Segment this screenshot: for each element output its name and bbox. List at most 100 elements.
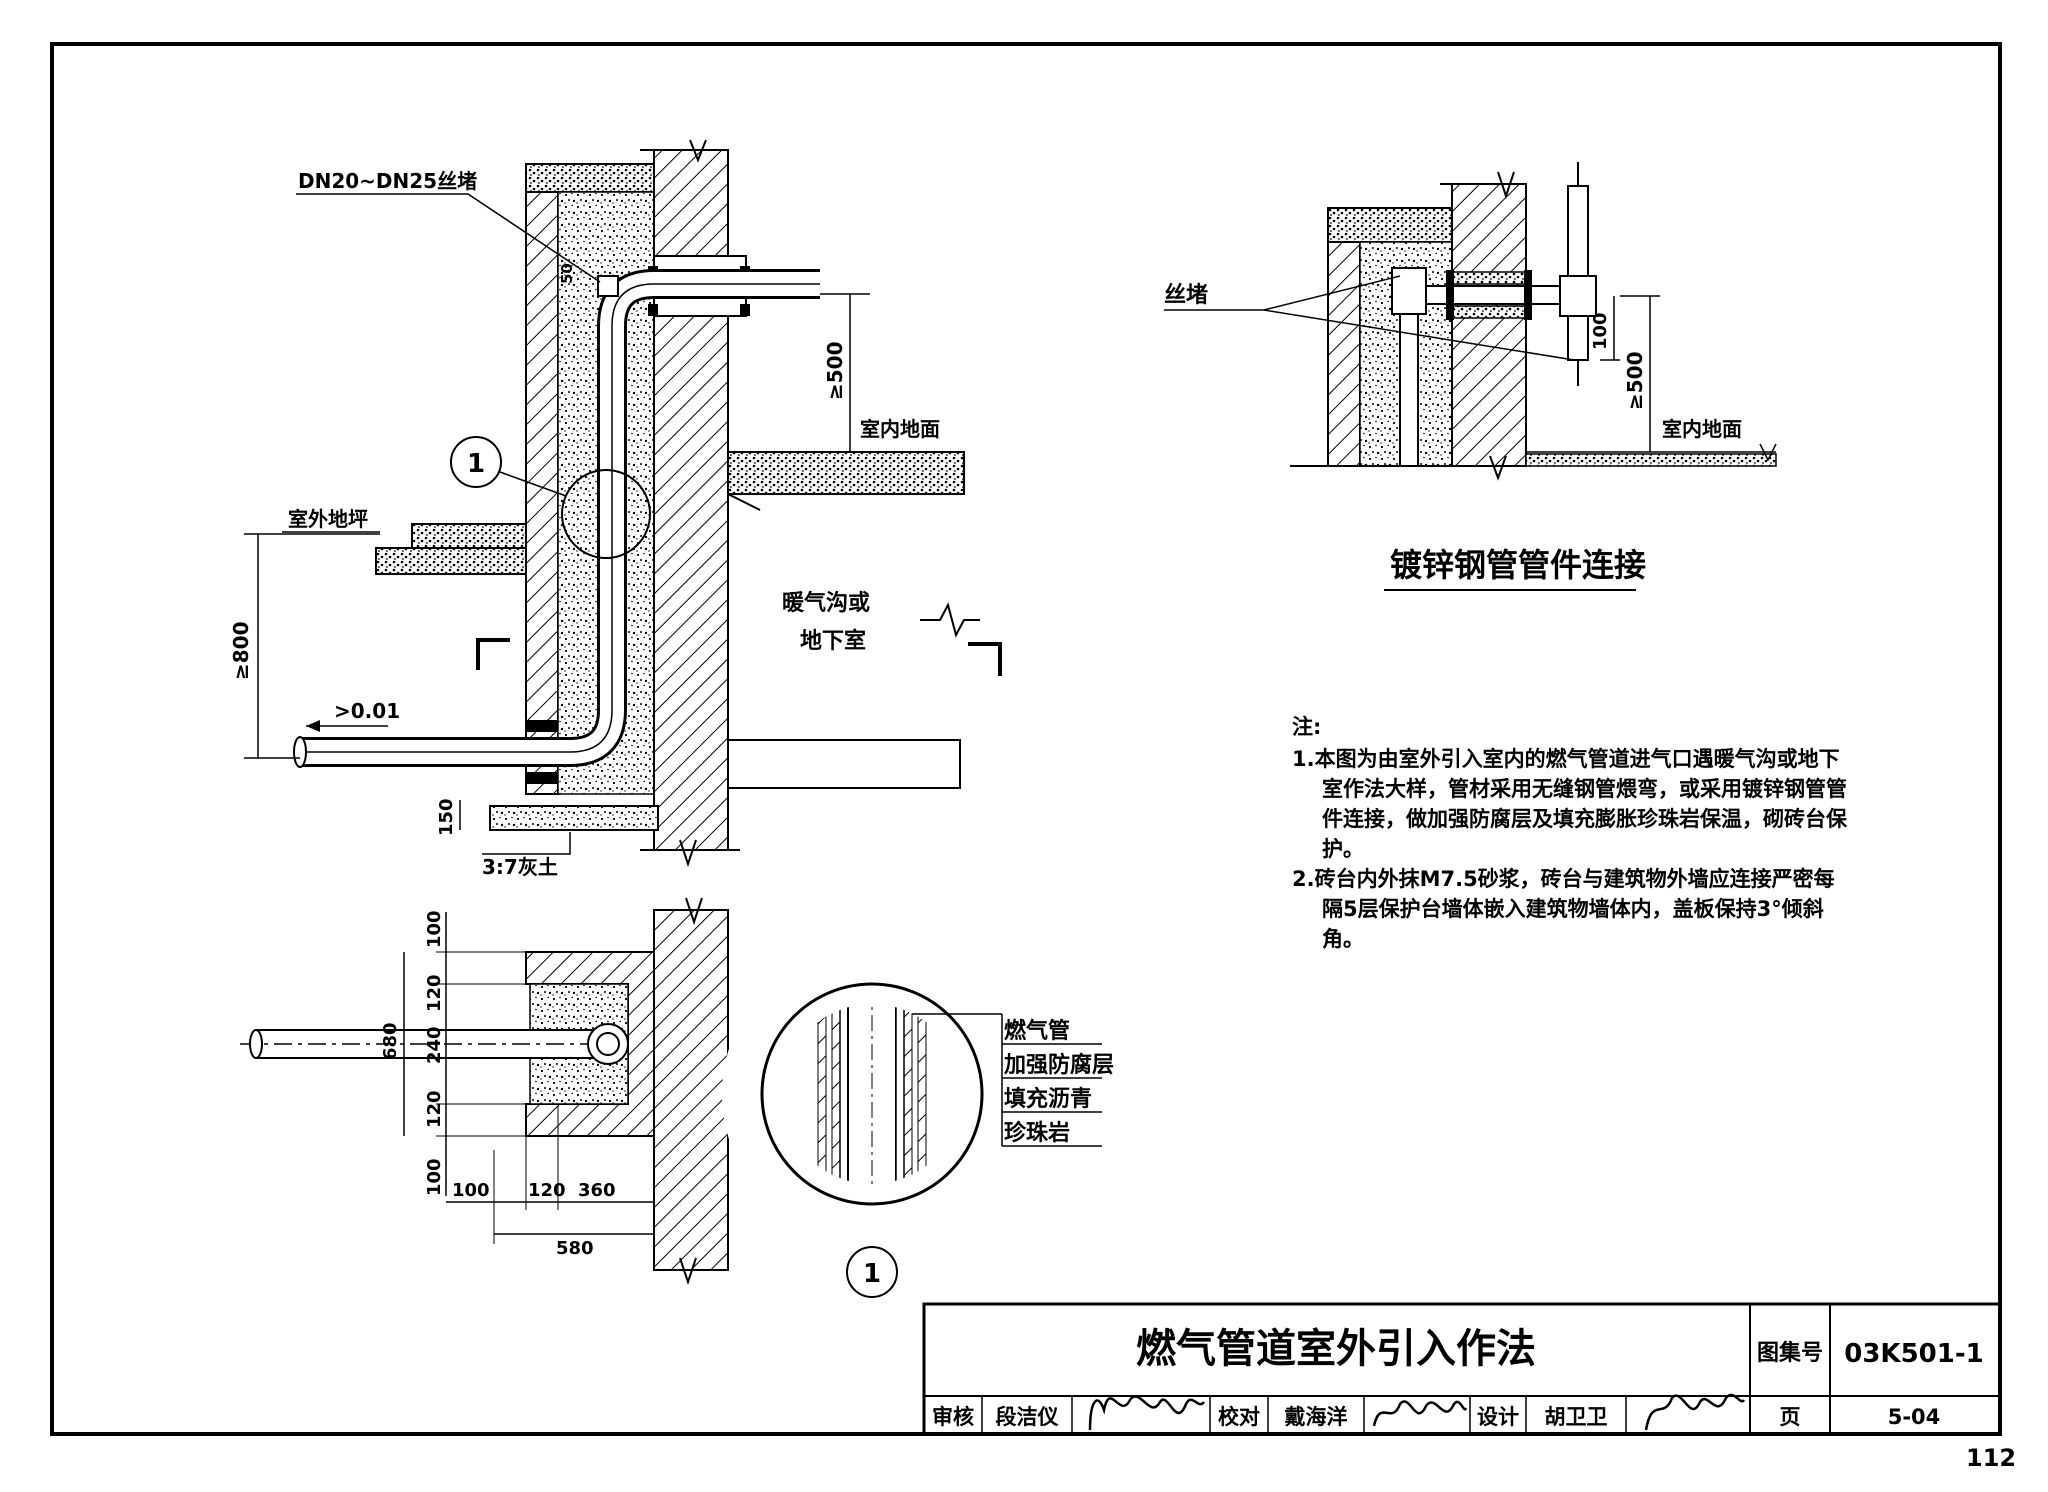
- pipe-centerline: [300, 283, 820, 753]
- slope: >0.01: [334, 699, 400, 723]
- plug-dim: 50: [558, 263, 576, 284]
- right-floor-slab: [1525, 453, 1777, 467]
- pipe-end: [293, 736, 307, 768]
- right-plug-leader-2: [1263, 309, 1575, 361]
- right-break-top: [1440, 171, 1515, 200]
- detail-1: 燃气管 加强防腐层 填充沥青 珍珠岩 1: [722, 944, 1114, 1298]
- checker-signature: [1372, 1400, 1468, 1427]
- sheet-page-number: 112: [1966, 1444, 2016, 1472]
- base-course: [489, 805, 659, 831]
- label-outdoor-ground: 室外地坪: [288, 507, 368, 531]
- designer-signature: [1644, 1393, 1746, 1431]
- seal-block: [526, 772, 558, 784]
- plan-view: 100 120 240 120 100 680 100 120 360 580: [240, 897, 729, 1286]
- review-label: 审核: [932, 1405, 974, 1429]
- label-plug-main: DN20~DN25丝堵: [298, 169, 477, 193]
- detail-layers: [817, 985, 927, 1203]
- basement-break: [920, 602, 980, 638]
- label-indoor-floor: 室内地面: [860, 417, 940, 441]
- sleeve-seal: [740, 304, 750, 316]
- right-cover: [1327, 207, 1453, 243]
- right-indoor-drop: [1567, 315, 1589, 361]
- outdoor-slab: [411, 523, 527, 549]
- reviewer: 段洁仪: [996, 1405, 1060, 1429]
- right-sleeve: [1451, 305, 1527, 319]
- break-line: [640, 839, 740, 868]
- detail-callout-circle: [450, 436, 502, 488]
- reviewer-signature: [1088, 1395, 1205, 1431]
- brick-wall-outer: [525, 167, 559, 795]
- plan-pipe-end: [249, 1029, 263, 1059]
- section-mark-right: [968, 642, 1002, 676]
- slab-edge: [727, 493, 761, 511]
- note-item-1: 1.本图为由室外引入室内的燃气管道进气口遇暖气沟或地下室作法大样，管材采用无缝钢…: [1292, 747, 1847, 861]
- indoor-floor-slab: [727, 451, 965, 495]
- designer: 胡卫卫: [1545, 1405, 1608, 1429]
- atlas-label: 图集号: [1757, 1340, 1823, 1366]
- callout-leader: [499, 471, 567, 497]
- dim-100-right: 100: [1590, 312, 1611, 350]
- sleeve-seal: [648, 304, 658, 316]
- main-section: 50 1 DN20~DN25丝堵 室外地坪 室内地面 暖气沟或: [229, 139, 1002, 879]
- plan-dim-v5: 100: [424, 1158, 445, 1196]
- dim-150: 150: [436, 798, 457, 836]
- right-break-bottom: [1290, 455, 1507, 481]
- check-label: 校对: [1218, 1405, 1260, 1429]
- plan-wall: [653, 909, 729, 1271]
- label-indoor-floor-right: 室内地面: [1662, 417, 1742, 441]
- lime-leader: [482, 832, 571, 855]
- galvanized-detail: 室内地面 100 ≥500 丝堵 镀锌钢管管件连接: [1164, 162, 1777, 591]
- plan-dim-h1: 100: [452, 1180, 490, 1201]
- right-sleeve: [1451, 271, 1527, 285]
- page-no: 5-04: [1888, 1405, 1941, 1429]
- plug-leader: [296, 193, 601, 283]
- plug: [597, 275, 619, 297]
- dim-500: ≥500: [823, 341, 847, 400]
- section-mark-left: [476, 638, 510, 670]
- detail-callout: 1: [467, 449, 485, 479]
- title-block: 燃气管道室外引入作法 图集号 03K501-1 审核 段洁仪 校对 戴海洋 设计…: [922, 1302, 2002, 1436]
- plan-dim-h3: 360: [578, 1180, 616, 1201]
- atlas-no: 03K501-1: [1844, 1339, 1983, 1369]
- legend-asphalt: 填充沥青: [1004, 1086, 1092, 1112]
- break-line: [640, 139, 707, 163]
- right-seal: [1524, 270, 1532, 320]
- plan-dim-580: 580: [556, 1238, 594, 1259]
- plan-dim-v1: 100: [424, 910, 445, 948]
- notes: 注: 1.本图为由室外引入室内的燃气管道进气口遇暖气沟或地下室作法大样，管材采用…: [1292, 712, 1852, 954]
- notes-heading: 注:: [1292, 715, 1322, 739]
- dim-500-right: ≥500: [1623, 351, 1647, 410]
- legend-anticorrosion: 加强防腐层: [1003, 1052, 1114, 1078]
- plan-dim-v2: 120: [424, 974, 445, 1012]
- slope-arrow: [306, 720, 320, 732]
- plan-dim-680: 680: [380, 1022, 401, 1060]
- outdoor-slab-lower: [375, 547, 527, 575]
- page-label: 页: [1780, 1405, 1801, 1429]
- right-outer-wall: [1327, 209, 1361, 467]
- right-seal: [1446, 270, 1454, 320]
- plan-break-bottom: [660, 1257, 720, 1286]
- dim-800: ≥800: [229, 621, 253, 680]
- detail-circle: [561, 469, 651, 559]
- legend-gas-pipe: 燃气管: [1004, 1018, 1070, 1044]
- design-label: 设计: [1477, 1405, 1519, 1429]
- checker: 戴海洋: [1285, 1405, 1348, 1429]
- right-floor-break: [1759, 443, 1777, 462]
- drawing-title: 燃气管道室外引入作法: [1136, 1326, 1536, 1372]
- right-indoor-riser: [1567, 185, 1589, 277]
- note-item-2: 2.砖台内外抹M7.5砂浆，砖台与建筑物外墙应连接严密每隔5层保护台墙体嵌入建筑…: [1292, 867, 1835, 951]
- label-lime-soil: 3:7灰土: [482, 855, 558, 879]
- cover-slab: [525, 163, 655, 193]
- title-block-frame: [922, 1302, 2002, 1436]
- label-plug-right: 丝堵: [1164, 282, 1208, 308]
- seal-block: [526, 720, 558, 732]
- right-tee: [1559, 275, 1597, 317]
- right-building-wall: [1451, 183, 1527, 467]
- basement-outline: [728, 739, 961, 789]
- plan-break-top: [660, 897, 703, 926]
- plan-dim-v3: 240: [424, 1026, 445, 1064]
- detail-label-circle: [846, 1246, 898, 1298]
- plan-riser-inner: [596, 1032, 620, 1056]
- plan-dim-v4: 120: [424, 1090, 445, 1128]
